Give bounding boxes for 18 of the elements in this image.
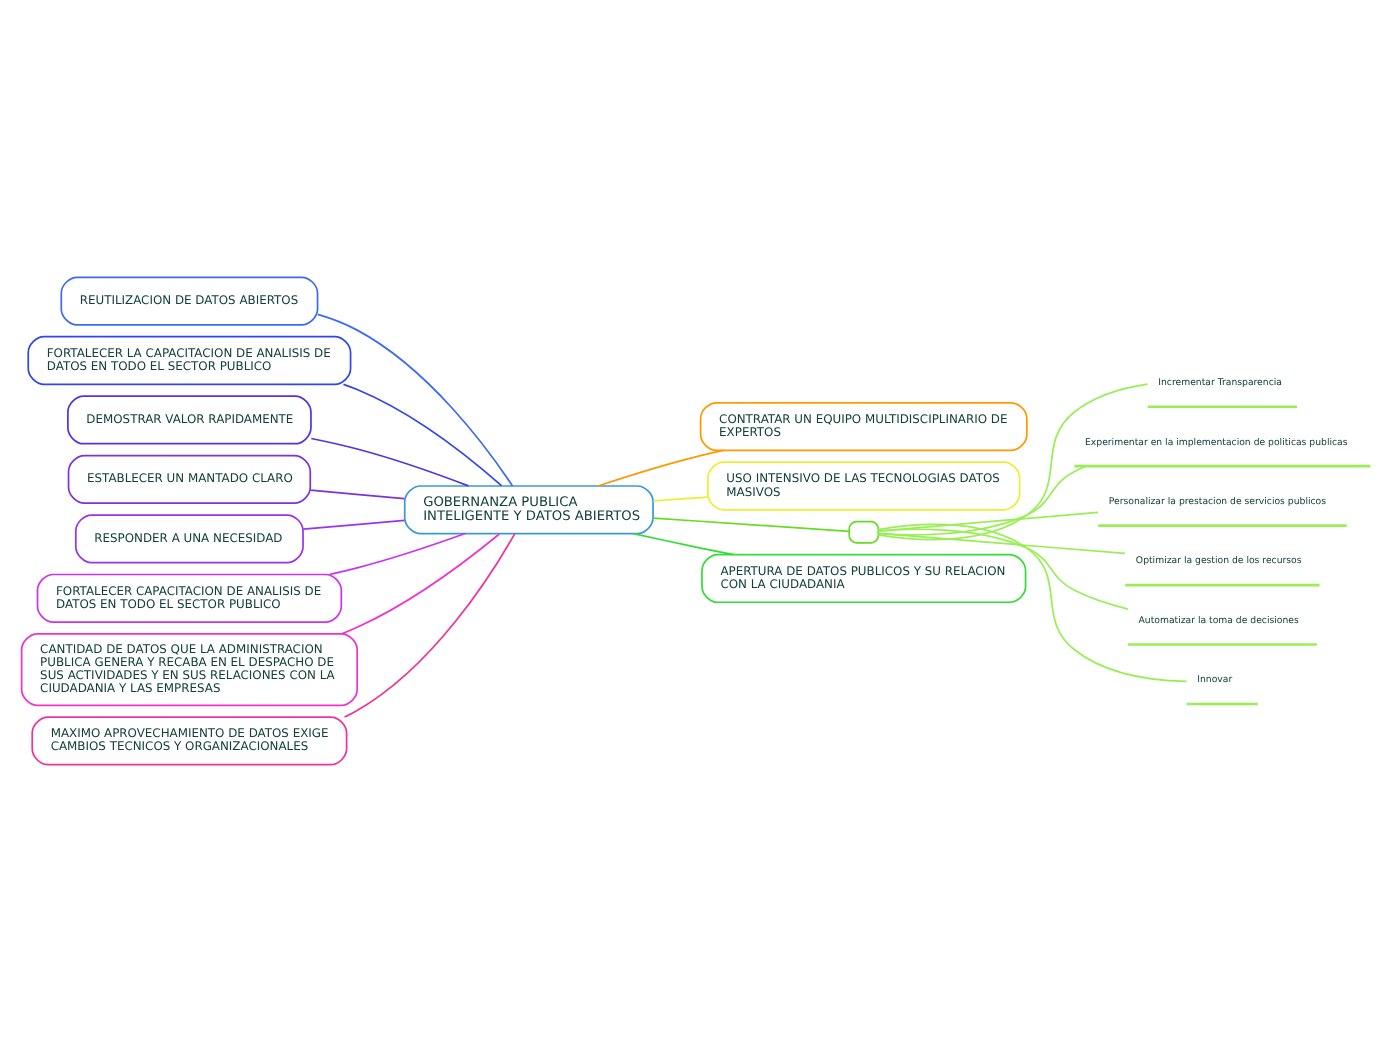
connector — [652, 516, 850, 532]
connector — [316, 312, 514, 486]
connector — [340, 532, 501, 634]
connector — [877, 464, 1087, 535]
connector — [877, 510, 1099, 531]
connector — [652, 495, 709, 501]
connector — [877, 527, 1129, 609]
connector — [877, 382, 1149, 540]
node-box — [848, 519, 880, 543]
connector — [309, 488, 406, 499]
connector — [329, 531, 466, 575]
connector — [302, 518, 406, 529]
connector — [343, 531, 516, 717]
connector — [632, 531, 735, 555]
connector — [310, 436, 470, 486]
connector — [877, 522, 1188, 682]
connector — [342, 382, 503, 486]
connector — [877, 531, 1126, 554]
